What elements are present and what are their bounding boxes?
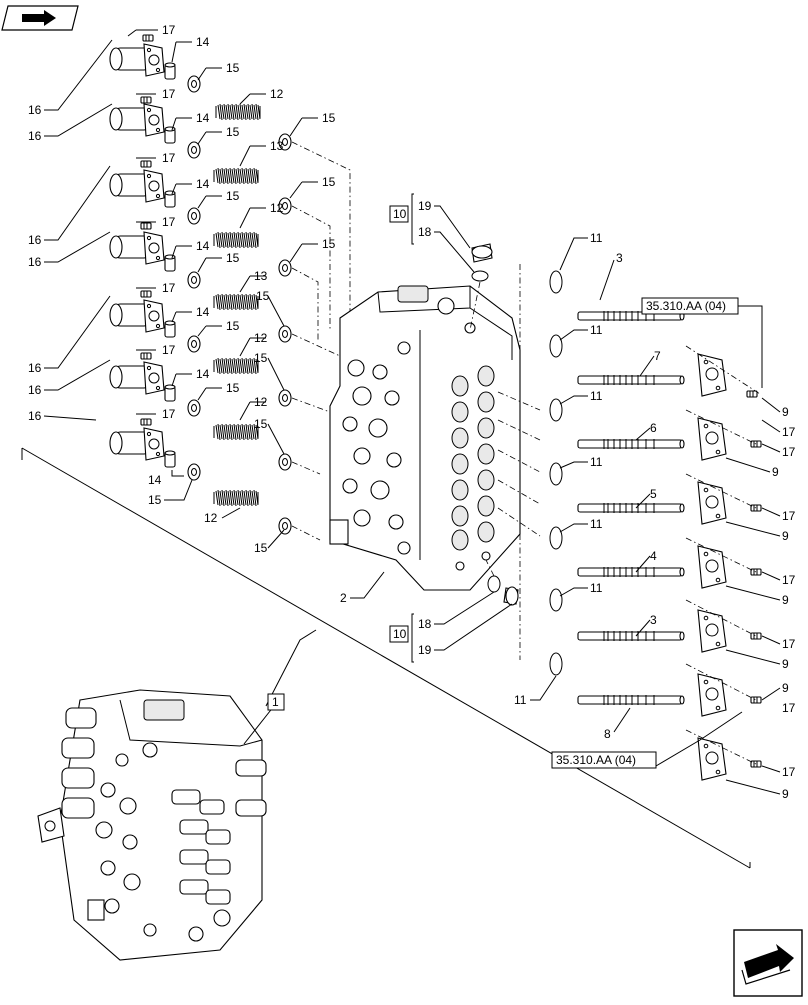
callout-17: 17 [162,215,176,229]
callout-11: 11 [590,231,603,245]
callout-15: 15 [322,237,336,251]
callout-16: 16 [28,129,42,143]
plug-bottom [485,559,519,606]
callout-12: 12 [254,331,268,345]
callout-19: 19 [418,199,432,213]
callout-11: 11 [590,517,603,531]
callout-11: 11 [590,389,603,403]
callout-18: 18 [418,617,432,631]
assembled-valve-illustration [37,689,267,961]
callout-17: 17 [162,343,176,357]
callout-16: 16 [28,361,42,375]
previous-page-arrow-icon[interactable] [1,5,79,31]
callout-11: 11 [590,581,603,595]
left-end-caps [109,43,165,461]
callout-12: 12 [204,511,218,525]
callout-10: 10 [393,207,407,221]
spools [577,310,685,706]
callout-15: 15 [148,493,162,507]
washers-15-left [187,75,201,481]
callout-9: 9 [772,465,779,479]
washers-15-right [278,133,292,535]
callout-11: 11 [514,693,527,707]
callout-3: 3 [616,251,623,265]
callout-2: 2 [340,591,347,605]
callout-17: 17 [782,425,796,439]
callout-17: 17 [782,573,796,587]
callout-15: 15 [254,351,268,365]
assembly-centerlines-left [291,141,351,541]
o-rings-11 [549,270,563,676]
callout-15: 15 [226,125,240,139]
callout-16: 16 [28,103,42,117]
callout-17: 17 [162,151,176,165]
callout-16: 16 [28,409,42,423]
plug-top [469,243,493,331]
callout-7: 7 [654,349,661,363]
callout-14: 14 [196,111,210,125]
callout-10: 10 [393,627,407,641]
callout-15: 15 [322,111,336,125]
callout-15: 15 [256,289,270,303]
callout-15: 15 [226,319,240,333]
callout-17: 17 [782,509,796,523]
callout-14: 14 [196,367,210,381]
callout-4: 4 [650,549,657,563]
callout-15: 15 [226,189,240,203]
callout-19: 19 [418,643,432,657]
callout-15: 15 [226,251,240,265]
callout-15: 15 [254,541,268,555]
callout-8: 8 [604,727,611,741]
callout-9: 9 [782,681,789,695]
callout-12: 12 [254,395,268,409]
callout-11: 11 [590,455,603,469]
callout-17: 17 [782,765,796,779]
callout-18: 18 [418,225,432,239]
callout-14: 14 [196,35,210,49]
callout-6: 6 [650,421,657,435]
next-page-arrow-icon[interactable] [733,929,803,997]
callout-16: 16 [28,255,42,269]
callout-15: 15 [226,61,240,75]
callout-9: 9 [782,787,789,801]
callout-15: 15 [254,417,268,431]
callout-12: 12 [270,87,284,101]
callout-3: 3 [650,613,657,627]
callout-9: 9 [782,405,789,419]
callout-14: 14 [196,305,210,319]
callout-11: 11 [590,323,603,337]
right-screws-17 [746,390,762,768]
reference-link-bottom[interactable]: 35.310.AA (04) [556,753,636,767]
callout-13: 13 [270,139,284,153]
callout-labels: 17 14 15 12 15 16 17 16 14 15 13 17 15 1… [28,23,796,801]
callout-16: 16 [28,383,42,397]
callout-17: 17 [782,637,796,651]
springs-12-13 [213,103,261,507]
callout-17: 17 [782,445,796,459]
reference-link-top[interactable]: 35.310.AA (04) [646,299,726,313]
callout-15: 15 [226,381,240,395]
callout-17: 17 [162,407,176,421]
callout-13: 13 [254,269,268,283]
callout-5: 5 [650,487,657,501]
callout-17: 17 [162,23,176,37]
assembly-centerlines-right [497,264,761,765]
callout-14: 14 [196,239,210,253]
callout-14: 14 [148,473,162,487]
callout-17: 17 [162,281,176,295]
callout-17: 17 [782,701,796,715]
callout-16: 16 [28,233,42,247]
leader-lines [43,29,781,795]
callout-12: 12 [270,201,284,215]
callout-1: 1 [272,695,279,709]
valve-body [329,285,521,591]
frame-lines [21,447,751,869]
callout-17: 17 [162,87,176,101]
callout-14: 14 [196,177,210,191]
callout-9: 9 [782,529,789,543]
callout-9: 9 [782,593,789,607]
callout-9: 9 [782,657,789,671]
callout-15: 15 [322,175,336,189]
